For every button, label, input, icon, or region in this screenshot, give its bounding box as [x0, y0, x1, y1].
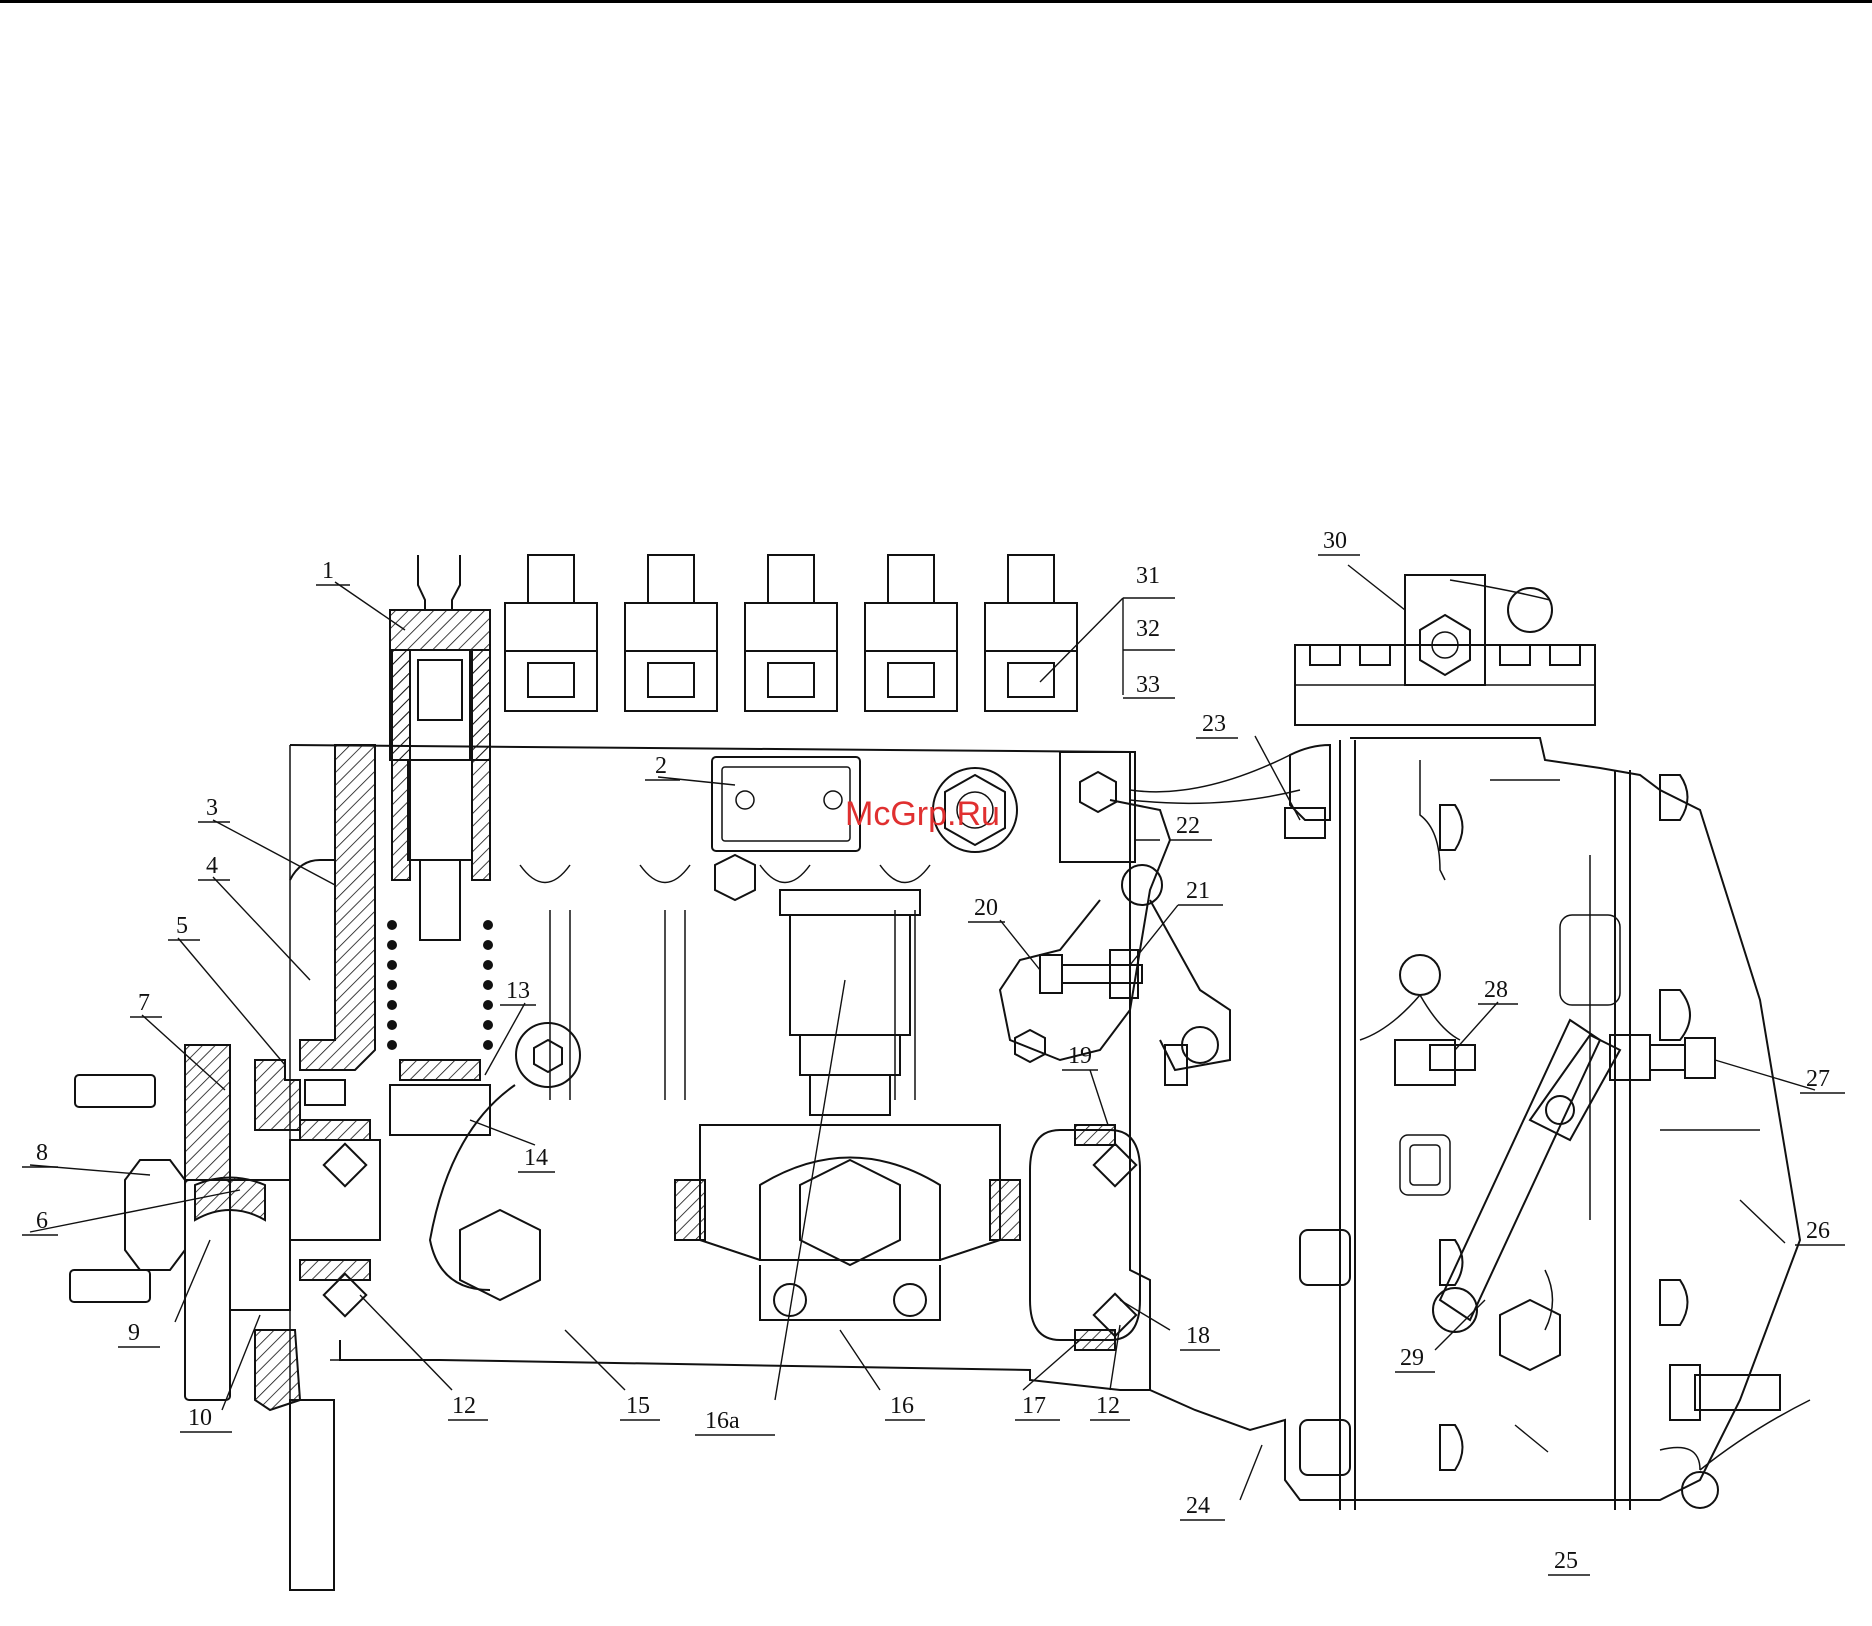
label-29: 29 — [1400, 1345, 1424, 1371]
label-4: 4 — [206, 853, 218, 879]
label-6: 6 — [36, 1208, 48, 1234]
label-32: 32 — [1136, 616, 1160, 642]
label-15: 15 — [626, 1393, 650, 1419]
label-1: 1 — [322, 558, 334, 584]
label-14: 14 — [524, 1145, 548, 1171]
label-20: 20 — [974, 895, 998, 921]
label-7: 7 — [138, 990, 150, 1016]
label-2: 2 — [655, 753, 667, 779]
label-12b: 12 — [1096, 1393, 1120, 1419]
label-10: 10 — [188, 1405, 212, 1431]
label-24: 24 — [1186, 1493, 1210, 1519]
label-28: 28 — [1484, 977, 1508, 1003]
label-19: 19 — [1068, 1043, 1092, 1069]
label-16: 16 — [890, 1393, 914, 1419]
governor-body — [1149, 574, 1811, 1510]
label-27: 27 — [1806, 1066, 1830, 1092]
label-underlines — [22, 554, 1845, 1576]
label-8: 8 — [36, 1140, 48, 1166]
label-23: 23 — [1202, 711, 1226, 737]
label-33: 33 — [1136, 672, 1160, 698]
label-13: 13 — [506, 978, 530, 1004]
label-16a: 16a — [705, 1408, 740, 1434]
delivery-valve-holders — [387, 554, 1078, 1136]
label-18: 18 — [1186, 1323, 1210, 1349]
drive-coupling — [69, 1044, 346, 1412]
label-9: 9 — [128, 1320, 140, 1346]
leader-lines — [29, 564, 1816, 1501]
label-25: 25 — [1554, 1548, 1578, 1574]
label-21: 21 — [1186, 878, 1210, 904]
label-5: 5 — [176, 913, 188, 939]
plunger-spring — [387, 920, 493, 1050]
label-12a: 12 — [452, 1393, 476, 1419]
control-linkage — [998, 751, 1301, 1086]
label-30: 30 — [1323, 528, 1347, 554]
watermark-text: McGrp.Ru — [845, 795, 1000, 833]
label-17: 17 — [1022, 1393, 1046, 1419]
part-labels: 1 2 3 4 5 6 7 8 9 10 12 12 13 14 15 16a … — [36, 528, 1830, 1574]
label-3: 3 — [206, 795, 218, 821]
pump-housing — [289, 744, 1151, 1591]
label-22: 22 — [1176, 813, 1200, 839]
top-rule — [0, 0, 1872, 3]
label-31: 31 — [1136, 563, 1160, 589]
label-26: 26 — [1806, 1218, 1830, 1244]
